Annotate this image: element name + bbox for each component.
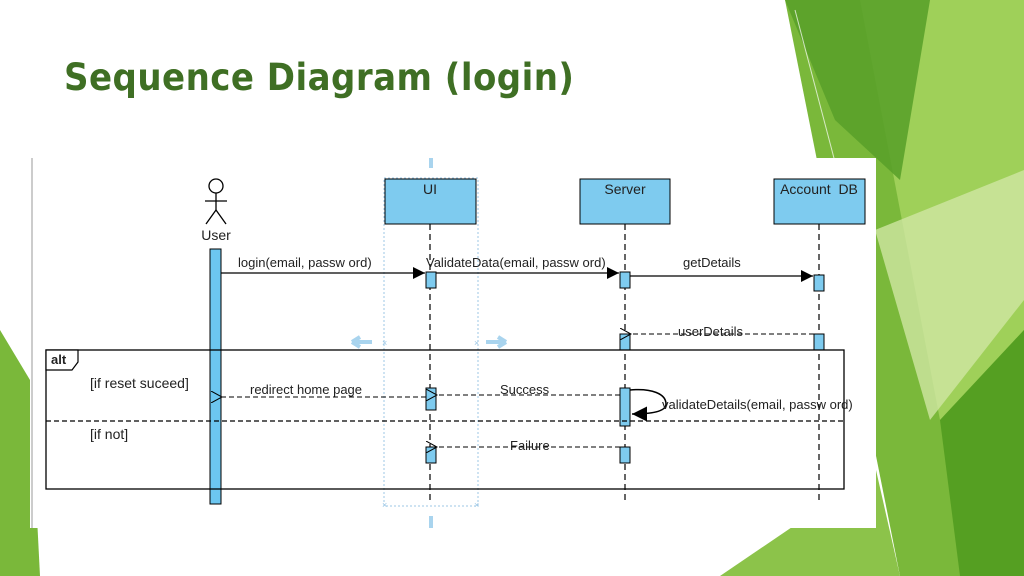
message-userdetails-label: userDetails [678, 324, 744, 339]
activation-ui-1 [425, 271, 437, 289]
ui-selection-box[interactable] [383, 177, 479, 507]
activation-db-1 [813, 274, 825, 292]
participant-ui[interactable]: UI [384, 178, 477, 225]
selection-arrow-left-icon[interactable] [350, 335, 372, 349]
sequence-diagram: × × × × User UI Server Account DB [30, 158, 876, 528]
actor-leg-right [215, 209, 227, 225]
participant-ui-label: UI [423, 181, 437, 197]
actor-label: User [201, 227, 231, 243]
activation-server-3 [619, 387, 631, 427]
alt-operator-label: alt [51, 352, 67, 367]
message-redirect-label: redirect home page [250, 382, 362, 397]
selection-arrow-right-icon[interactable] [486, 335, 508, 349]
selection-x-mark: × [382, 500, 387, 510]
actor-user[interactable]: User [201, 178, 231, 243]
participant-account-db[interactable]: Account DB [773, 178, 866, 225]
deco-shape-right-accent [940, 330, 1024, 576]
message-validatedata-label: ValidateData(email, passw ord) [426, 255, 606, 270]
message-validatedetails-label: validateDetails(email, passw ord) [662, 397, 853, 412]
message-getdetails-label: getDetails [683, 255, 741, 270]
actor-head-icon [208, 178, 224, 194]
deco-shape-right-dark [785, 0, 930, 180]
activation-ui-3 [425, 446, 437, 464]
message-success-label: Success [500, 382, 550, 397]
alt-guard-1: [if reset suceed] [90, 375, 189, 391]
actor-leg-left [205, 209, 217, 225]
deco-shape-right-pale [875, 170, 1024, 420]
slide-title: Sequence Diagram (login) [64, 56, 575, 99]
participant-server[interactable]: Server [579, 178, 671, 225]
message-failure-label: Failure [510, 438, 550, 453]
message-validatedetails-arrow[interactable] [629, 388, 667, 422]
activation-ui-2 [425, 387, 437, 411]
selection-x-mark: × [474, 500, 479, 510]
activation-db-2 [813, 333, 825, 351]
selection-x-mark: × [382, 338, 387, 348]
alt-fragment-tab [45, 349, 79, 371]
participant-server-label: Server [604, 181, 646, 197]
alt-guard-2: [if not] [90, 426, 128, 442]
actor-activation-bar [209, 248, 222, 505]
participant-account-db-label: Account DB [780, 181, 858, 197]
alt-fragment[interactable] [45, 349, 845, 490]
activation-server-4 [619, 446, 631, 464]
activation-server-2 [619, 333, 631, 351]
message-login-label: login(email, passw ord) [238, 255, 372, 270]
activation-server-1 [619, 271, 631, 289]
selection-x-mark: × [474, 338, 479, 348]
